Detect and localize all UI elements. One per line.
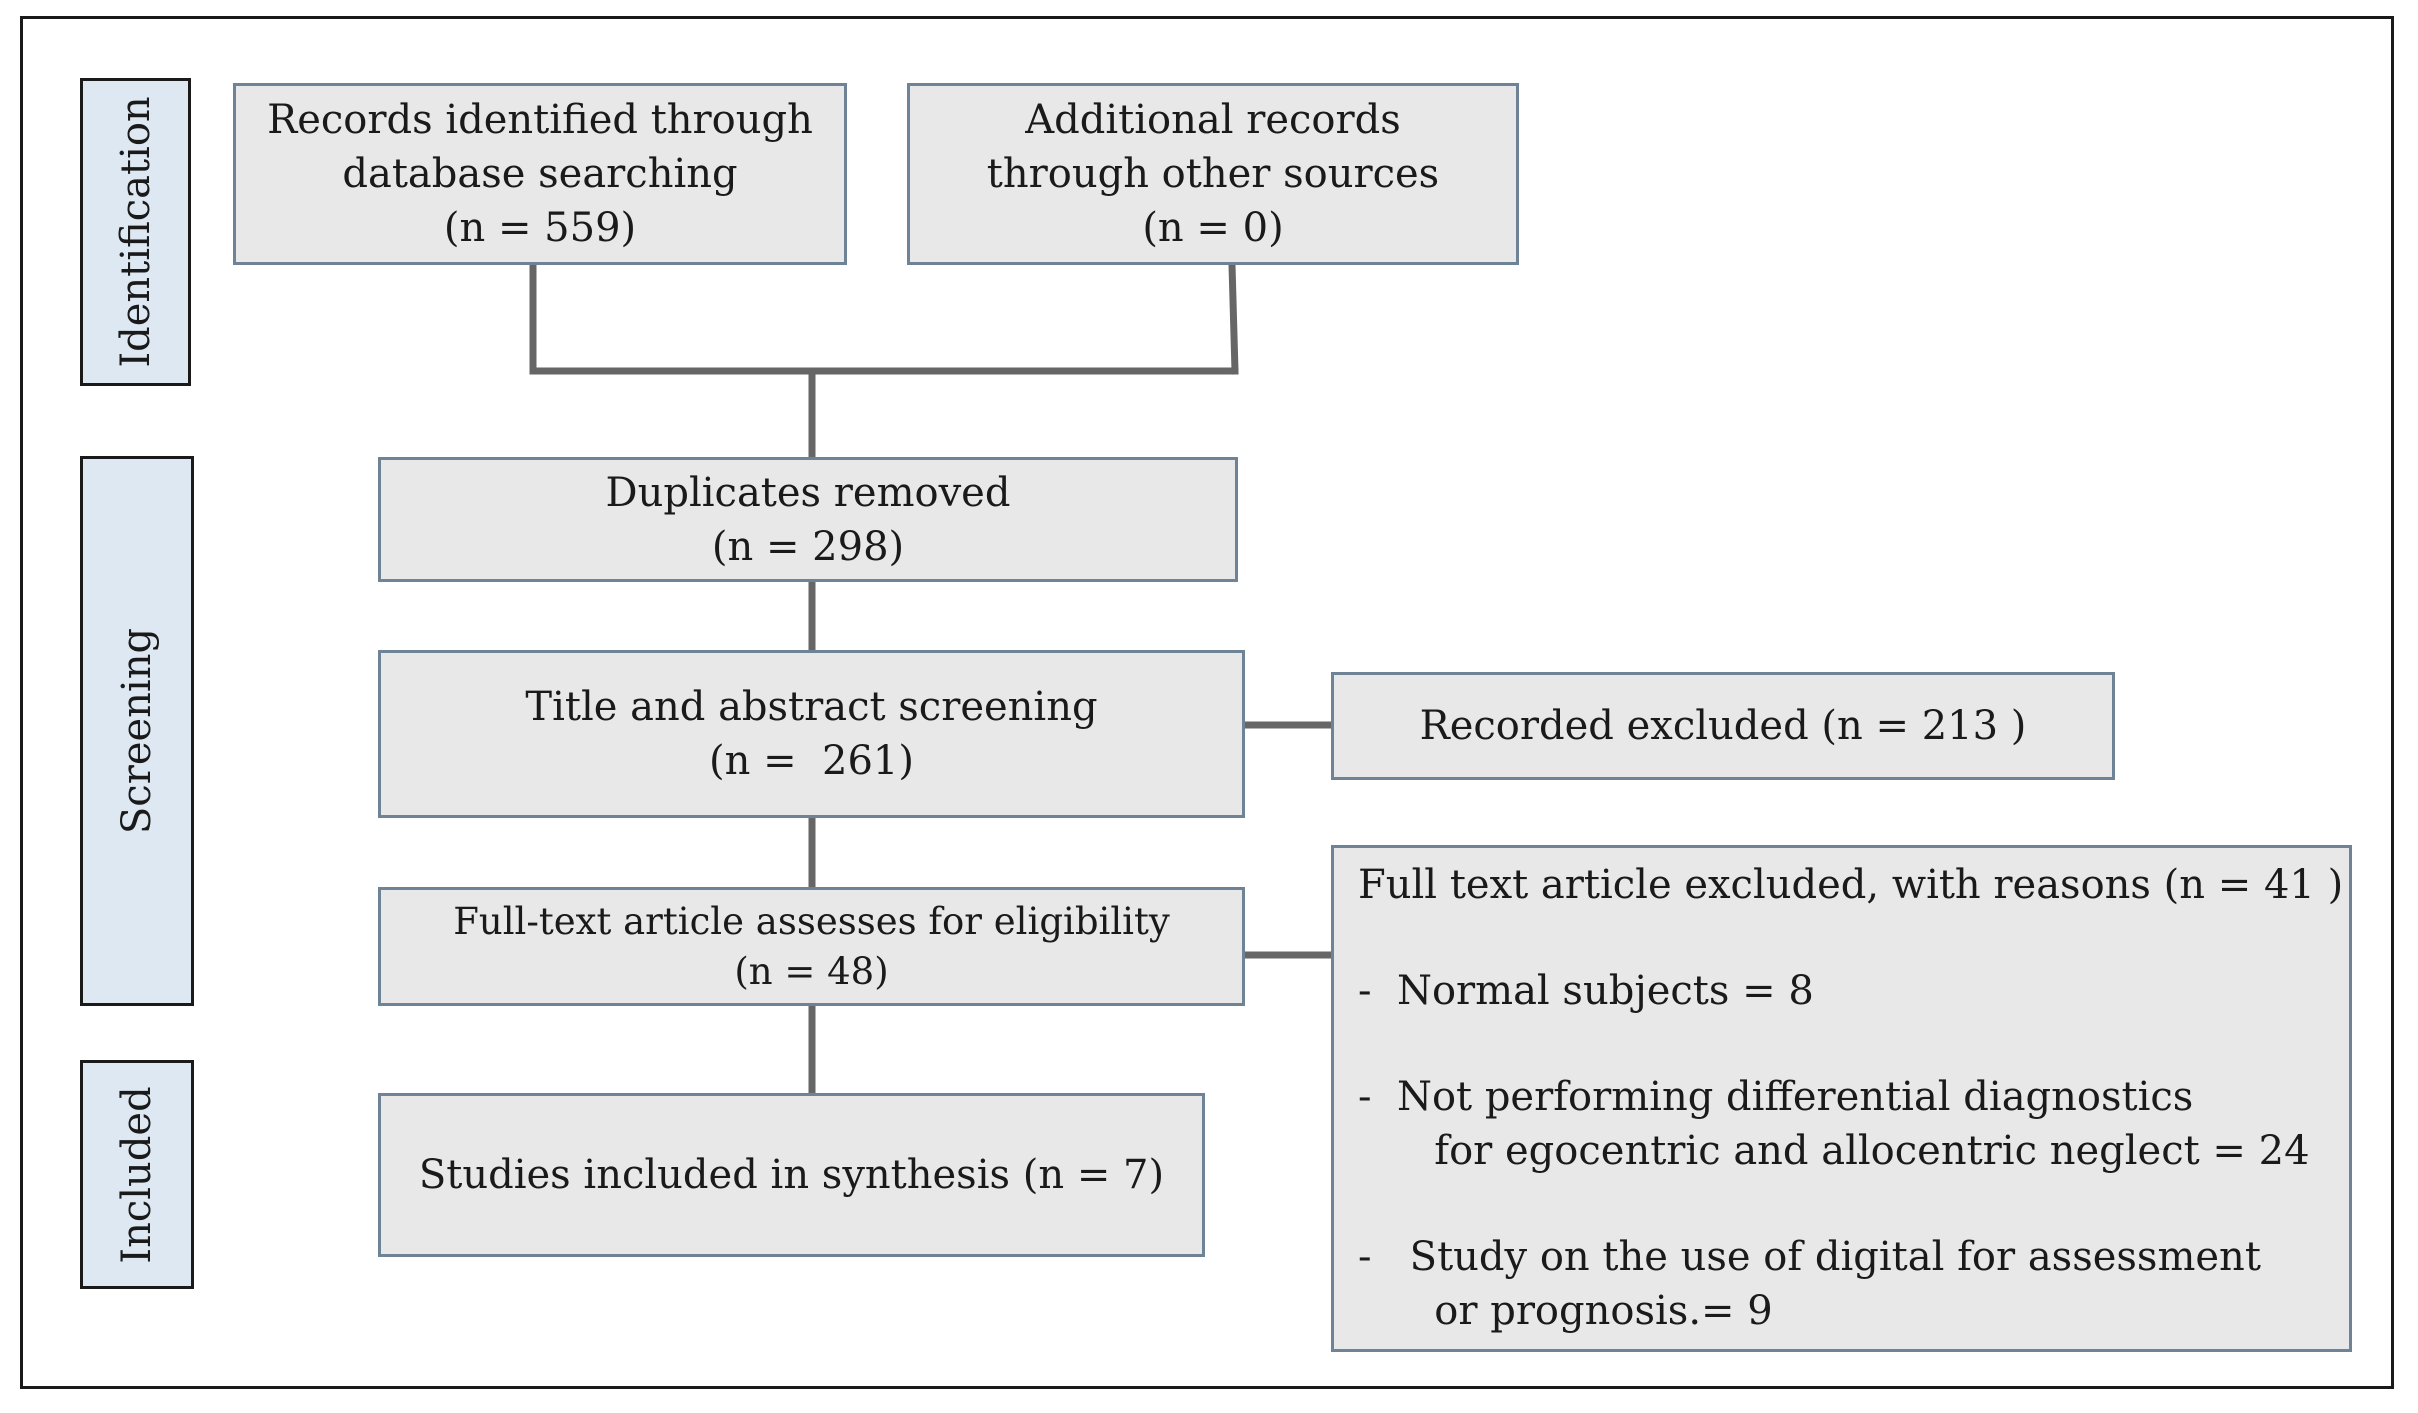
studies-included-box: Studies included in synthesis (n = 7) — [378, 1093, 1205, 1257]
phase-screening: Screening — [80, 456, 194, 1006]
phase-identification-label: Identification — [112, 96, 159, 368]
database-records-box: Records identified through database sear… — [233, 83, 847, 265]
studies-included-label: Studies included in synthesis (n = 7) — [418, 1152, 1165, 1198]
full-text-excluded-heading: Full text article excluded, with reasons… — [1358, 862, 2344, 908]
exclusion-reason-digital-line2: or prognosis.= 9 — [1358, 1288, 1773, 1334]
phase-screening-label: Screening — [114, 627, 160, 835]
phase-identification: Identification — [80, 78, 191, 386]
exclusion-reason-no-differential-line1: - Not performing differential diagnostic… — [1358, 1074, 2194, 1120]
other-sources-box: Additional records through other sources… — [907, 83, 1519, 265]
figure-frame — [20, 16, 2394, 1389]
phase-included: Included — [80, 1060, 194, 1289]
records-excluded-box: Recorded excluded (n = 213 ) — [1331, 672, 2115, 780]
full-text-eligibility-count: (n = 48) — [734, 949, 889, 993]
duplicates-removed-label: Duplicates removed — [605, 469, 1011, 516]
duplicates-removed-box: Duplicates removed (n = 298) — [378, 457, 1238, 582]
phase-included-label: Included — [114, 1085, 160, 1264]
duplicates-removed-count: (n = 298) — [711, 523, 905, 570]
other-sources-line1: Additional records — [1025, 97, 1401, 143]
title-abstract-label: Title and abstract screening — [525, 684, 1098, 730]
database-records-line2: database searching — [342, 151, 738, 197]
database-records-line1: Records identified through — [267, 97, 813, 143]
database-records-count: (n = 559) — [443, 205, 637, 251]
title-abstract-box: Title and abstract screening (n = 261) — [378, 650, 1245, 818]
other-sources-line2: through other sources — [986, 151, 1440, 197]
other-sources-count: (n = 0) — [1142, 205, 1284, 251]
full-text-eligibility-box: Full-text article assesses for eligibili… — [378, 887, 1245, 1006]
records-excluded-label: Recorded excluded (n = 213 ) — [1419, 703, 2027, 749]
full-text-excluded-box: Full text article excluded, with reasons… — [1331, 845, 2352, 1352]
exclusion-reason-digital-line1: - Study on the use of digital for assess… — [1358, 1234, 2261, 1280]
exclusion-reason-no-differential-line2: for egocentric and allocentric neglect =… — [1358, 1128, 2310, 1174]
exclusion-reason-normal-subjects: - Normal subjects = 8 — [1358, 968, 1814, 1014]
full-text-eligibility-label: Full-text article assesses for eligibili… — [453, 899, 1170, 943]
connector-other-down — [1228, 261, 1239, 375]
title-abstract-count: (n = 261) — [709, 738, 914, 784]
